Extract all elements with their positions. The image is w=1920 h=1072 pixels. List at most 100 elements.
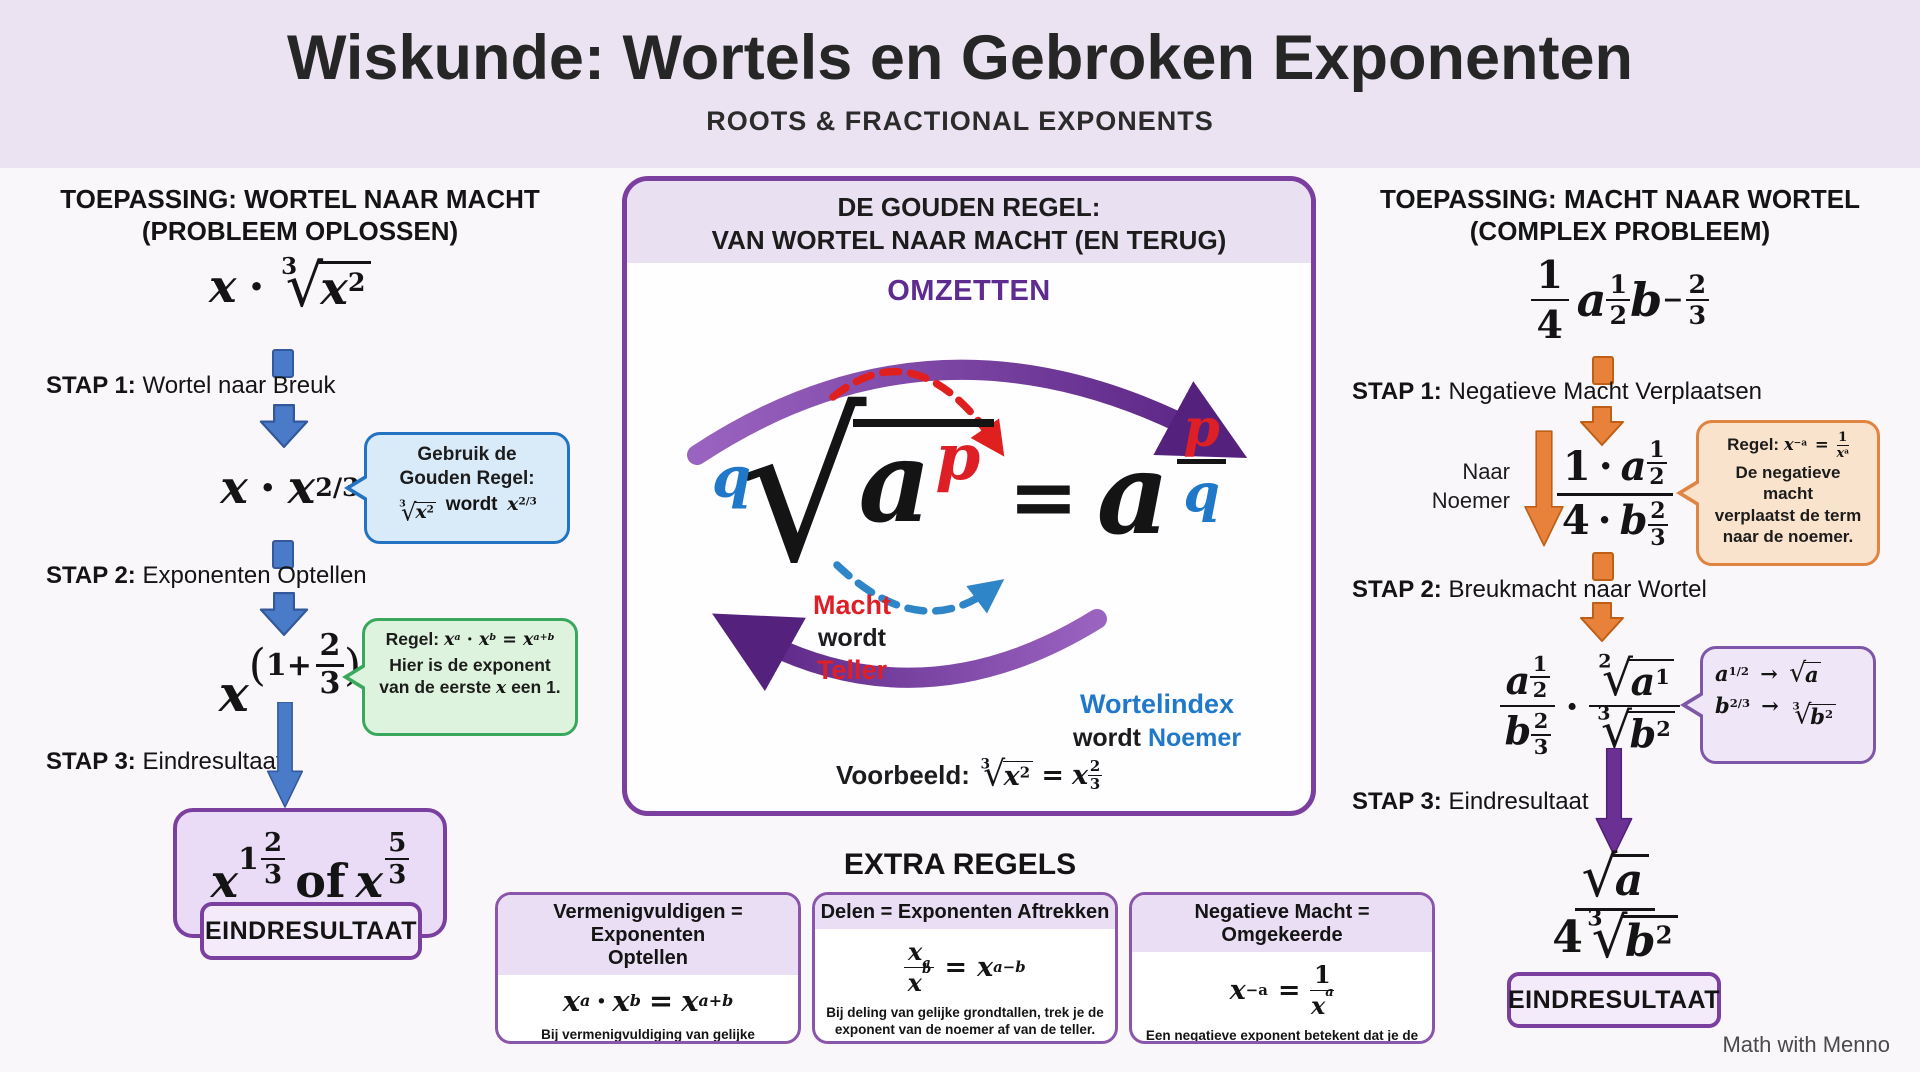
right-step2: STAP 2: Breukmacht naar Wortel <box>1352 576 1707 604</box>
denominator: b 2 3 <box>1505 707 1551 758</box>
purple-bottom-arc-arrow-icon <box>712 609 1107 692</box>
radical: 3 √ x2 <box>978 754 1034 795</box>
callout-line: van de eerste x een 1. <box>375 677 565 699</box>
connector-dash-icon <box>1592 356 1614 385</box>
right-formula-start: 1 4 a 1 2 b − 2 3 <box>1330 248 1910 352</box>
radical: 3 √ x2 <box>277 253 371 315</box>
math-token: x <box>415 501 427 524</box>
math-token: of <box>295 854 346 908</box>
math-token: b <box>1619 496 1648 544</box>
math-token: 4 <box>1561 496 1590 544</box>
fraction: 1 2 <box>1606 271 1631 329</box>
numerator: 1 · a 1 2 <box>1556 439 1674 496</box>
callout-root-conversion: a1/2 → √ a b2/3 → 3 √ b2 <box>1680 646 1876 764</box>
denominator: 3 <box>1688 300 1707 331</box>
callout-pointer-icon <box>351 477 369 499</box>
denominator: 4 <box>1536 302 1563 348</box>
math-token: x <box>287 460 316 514</box>
math-token: ( <box>248 639 266 691</box>
callout-line: De negatieve macht <box>1735 463 1841 504</box>
math-token: x <box>218 663 249 723</box>
left-step2: STAP 2: Exponenten Optellen <box>46 562 367 590</box>
callout-math: Regel: x−a = 1 xa <box>1709 431 1867 460</box>
radical-sign-icon: √ <box>1789 657 1807 689</box>
fraction: 1 2 <box>1530 653 1550 701</box>
caption-line: Bij deling van gelijke grondtallen, trek… <box>826 1005 1104 1020</box>
left-formula-step1: x · x 2/3 <box>220 460 360 514</box>
denominator: 4 · b 2 3 <box>1561 496 1669 552</box>
math-token: 1 <box>238 841 259 877</box>
fraction: 1 4 <box>1530 254 1569 348</box>
denominator: 2 <box>1649 464 1665 491</box>
radicand: a <box>1804 662 1822 685</box>
teller-label: Teller <box>816 655 888 685</box>
exponent-group: 2 3 <box>1088 759 1102 792</box>
radical-sign-icon: √ <box>1794 699 1812 731</box>
voorbeeld-line: Voorbeeld: 3 √ x2 = x 2 3 <box>627 754 1311 795</box>
denominator: 3 √ b2 <box>1593 704 1676 755</box>
math-token: a <box>1505 657 1531 703</box>
math-token: · <box>1565 683 1579 729</box>
radical: √ a <box>1789 657 1822 689</box>
equals-sign: = <box>1814 435 1829 455</box>
macht-wordt-teller-label: Macht wordt Teller <box>777 589 927 688</box>
fraction: a 1 2 b 2 3 <box>1499 653 1556 759</box>
radical: 3 √ b2 <box>1583 907 1678 967</box>
step-text: Wortel naar Breuk <box>142 372 336 399</box>
numerator: √ a <box>1574 849 1656 911</box>
rule-box-header: Delen = Exponenten Aftrekken <box>815 895 1115 929</box>
math-token: x <box>496 677 507 698</box>
math-token: a <box>1096 429 1170 560</box>
math-token: x <box>907 968 922 998</box>
math-token: a <box>1844 446 1849 456</box>
numerator: 1 <box>1606 271 1631 301</box>
math-token: · <box>1597 496 1612 544</box>
math-token: 2 <box>1824 707 1833 722</box>
radicand: b2 <box>1623 915 1678 964</box>
radical-index: 3 <box>1597 702 1611 725</box>
math-token: 1 <box>1655 663 1670 689</box>
math-token: b <box>489 632 497 643</box>
right-formula-step1: 1 · a 1 2 4 · b 2 3 <box>1540 424 1690 564</box>
callout-math: b2/3 → 3 √ b2 <box>1715 693 1863 731</box>
radical-sign-icon: √ <box>983 754 1006 795</box>
numerator: 2 <box>1685 271 1710 301</box>
math-token: x <box>907 936 923 966</box>
right-title-line2: (COMPLEX PROBLEEM) <box>1469 215 1771 246</box>
callout-golden-rule: Gebruik de Gouden Regel: 3 √ x2 wordt x2… <box>344 432 570 544</box>
numerator: 1 <box>1530 254 1569 302</box>
math-token: x <box>1310 991 1326 1021</box>
right-result-badge: EINDRESULTAAT <box>1507 972 1721 1028</box>
fraction: 2 √ a1 3 √ b2 <box>1588 652 1681 755</box>
wortelindex-label: Wortelindex <box>1079 689 1235 719</box>
math: xa · xb = xa+b <box>444 630 554 650</box>
math-token: 4 <box>1552 912 1583 964</box>
math-token: · <box>248 259 265 313</box>
rule-box-header: Negatieve Macht = Omgekeerde <box>1132 895 1432 952</box>
wordt-label: wordt <box>817 623 887 652</box>
golden-rule-formula: q √ a p = a p q <box>627 374 1311 607</box>
radical-sign-icon: √ <box>739 374 867 607</box>
exponent-group: 1 2 <box>1646 439 1668 491</box>
callout-line: Gebruik de <box>417 444 517 465</box>
math-token: x <box>443 630 455 650</box>
radicand: x2 <box>1002 760 1034 790</box>
denominator: 3 <box>1089 775 1101 794</box>
connector-dash-icon <box>272 540 294 569</box>
page-title: Wiskunde: Wortels en Gebroken Exponenten <box>287 23 1633 93</box>
numerator: 1 <box>1646 439 1668 465</box>
callout-word: wordt <box>445 493 498 515</box>
radical: 3 √ b2 <box>1593 704 1676 755</box>
denominator: 3 <box>1650 525 1666 552</box>
noemer-label: Noemer <box>1147 724 1242 753</box>
rule-header-line: Vermenigvuldigen = Exponenten <box>553 901 743 946</box>
math-token: a <box>1576 273 1607 327</box>
card-header: DE GOUDEN REGEL: VAN WORTEL NAAR MACHT (… <box>627 181 1311 263</box>
step-label: STAP 1: <box>1352 378 1442 405</box>
right-result-formula: √ a 4 3 √ b2 <box>1520 849 1710 968</box>
numerator: 2 √ a1 <box>1588 652 1681 708</box>
right-step1: STAP 1: Negatieve Macht Verplaatsen <box>1352 378 1762 406</box>
math-token: 1/2 <box>1728 664 1749 678</box>
